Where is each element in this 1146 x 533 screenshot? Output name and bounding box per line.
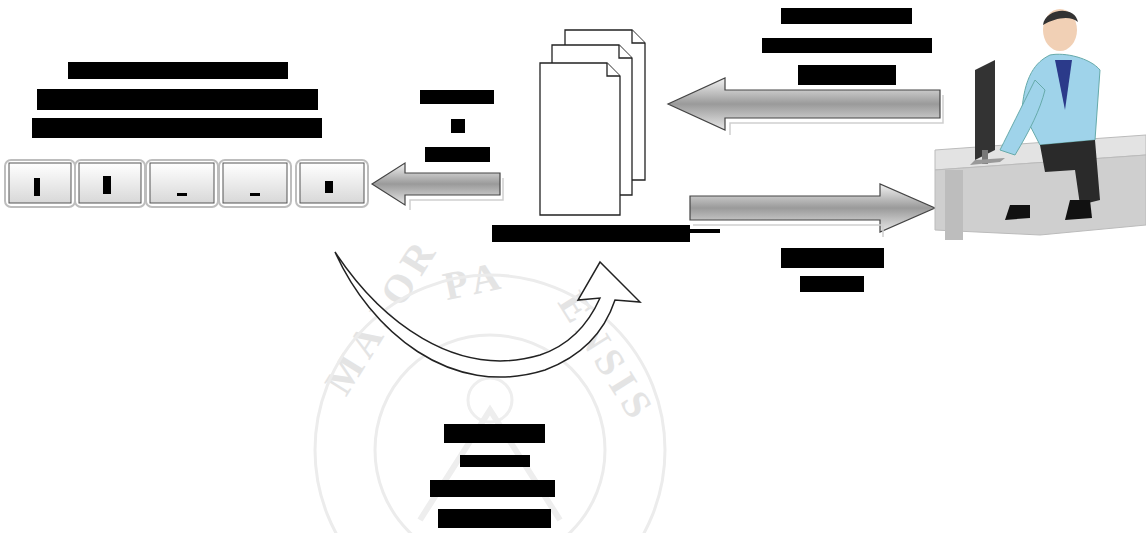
curved-arrow	[335, 252, 640, 377]
key-boxes	[5, 160, 368, 207]
document-stack	[540, 30, 645, 215]
arrow-shadow	[410, 95, 943, 237]
block-arrow	[372, 78, 940, 232]
seal-watermark	[315, 275, 665, 533]
person-at-desk	[935, 9, 1146, 240]
redacted-text	[32, 8, 932, 528]
